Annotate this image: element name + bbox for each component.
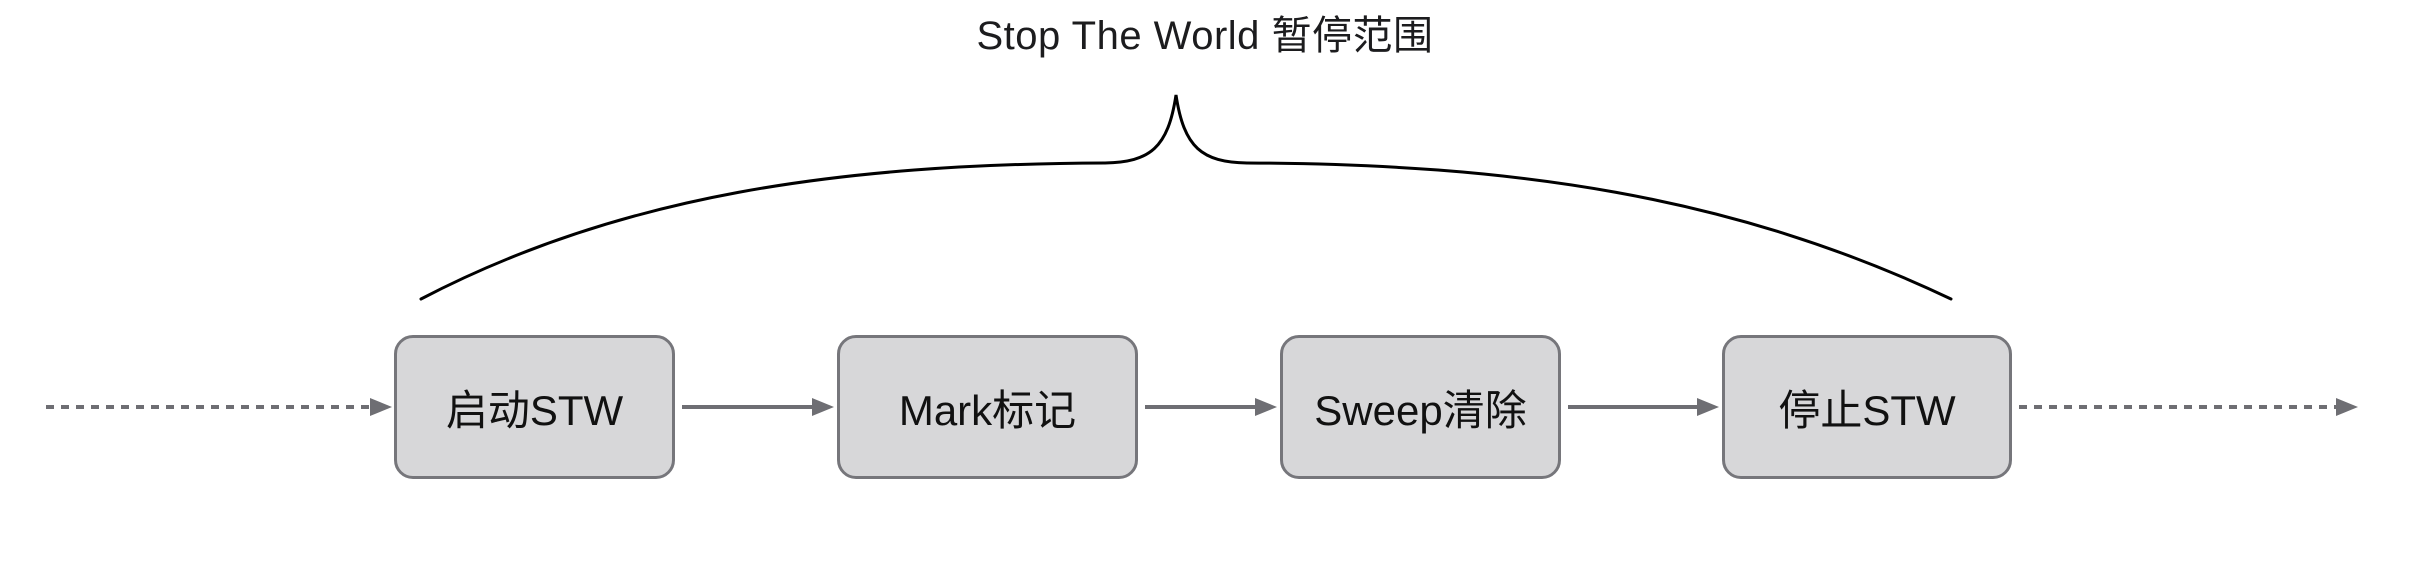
node-label: 停止STW (1778, 386, 1956, 434)
arrowhead-icon (812, 398, 834, 416)
node-stop-stw: 停止STW (1722, 335, 2012, 479)
node-start-stw: 启动STW (394, 335, 675, 479)
node-label: Sweep清除 (1314, 386, 1527, 434)
brace (419, 94, 1953, 301)
incoming-dashed-arrow (46, 398, 392, 416)
node-sweep: Sweep清除 (1280, 335, 1561, 479)
flow-arrow-3 (1568, 398, 1719, 416)
node-label: 启动STW (445, 386, 624, 434)
arrowhead-icon (370, 398, 392, 416)
arrowhead-icon (1697, 398, 1719, 416)
flow-arrow-2 (1145, 398, 1277, 416)
node-mark: Mark标记 (837, 335, 1138, 479)
arrowhead-icon (1255, 398, 1277, 416)
flow-arrow-1 (682, 398, 834, 416)
arrowhead-icon (2336, 398, 2358, 416)
outgoing-dashed-arrow (2019, 398, 2358, 416)
diagram-title: Stop The World 暂停范围 (976, 14, 1434, 58)
node-label: Mark标记 (898, 386, 1077, 434)
